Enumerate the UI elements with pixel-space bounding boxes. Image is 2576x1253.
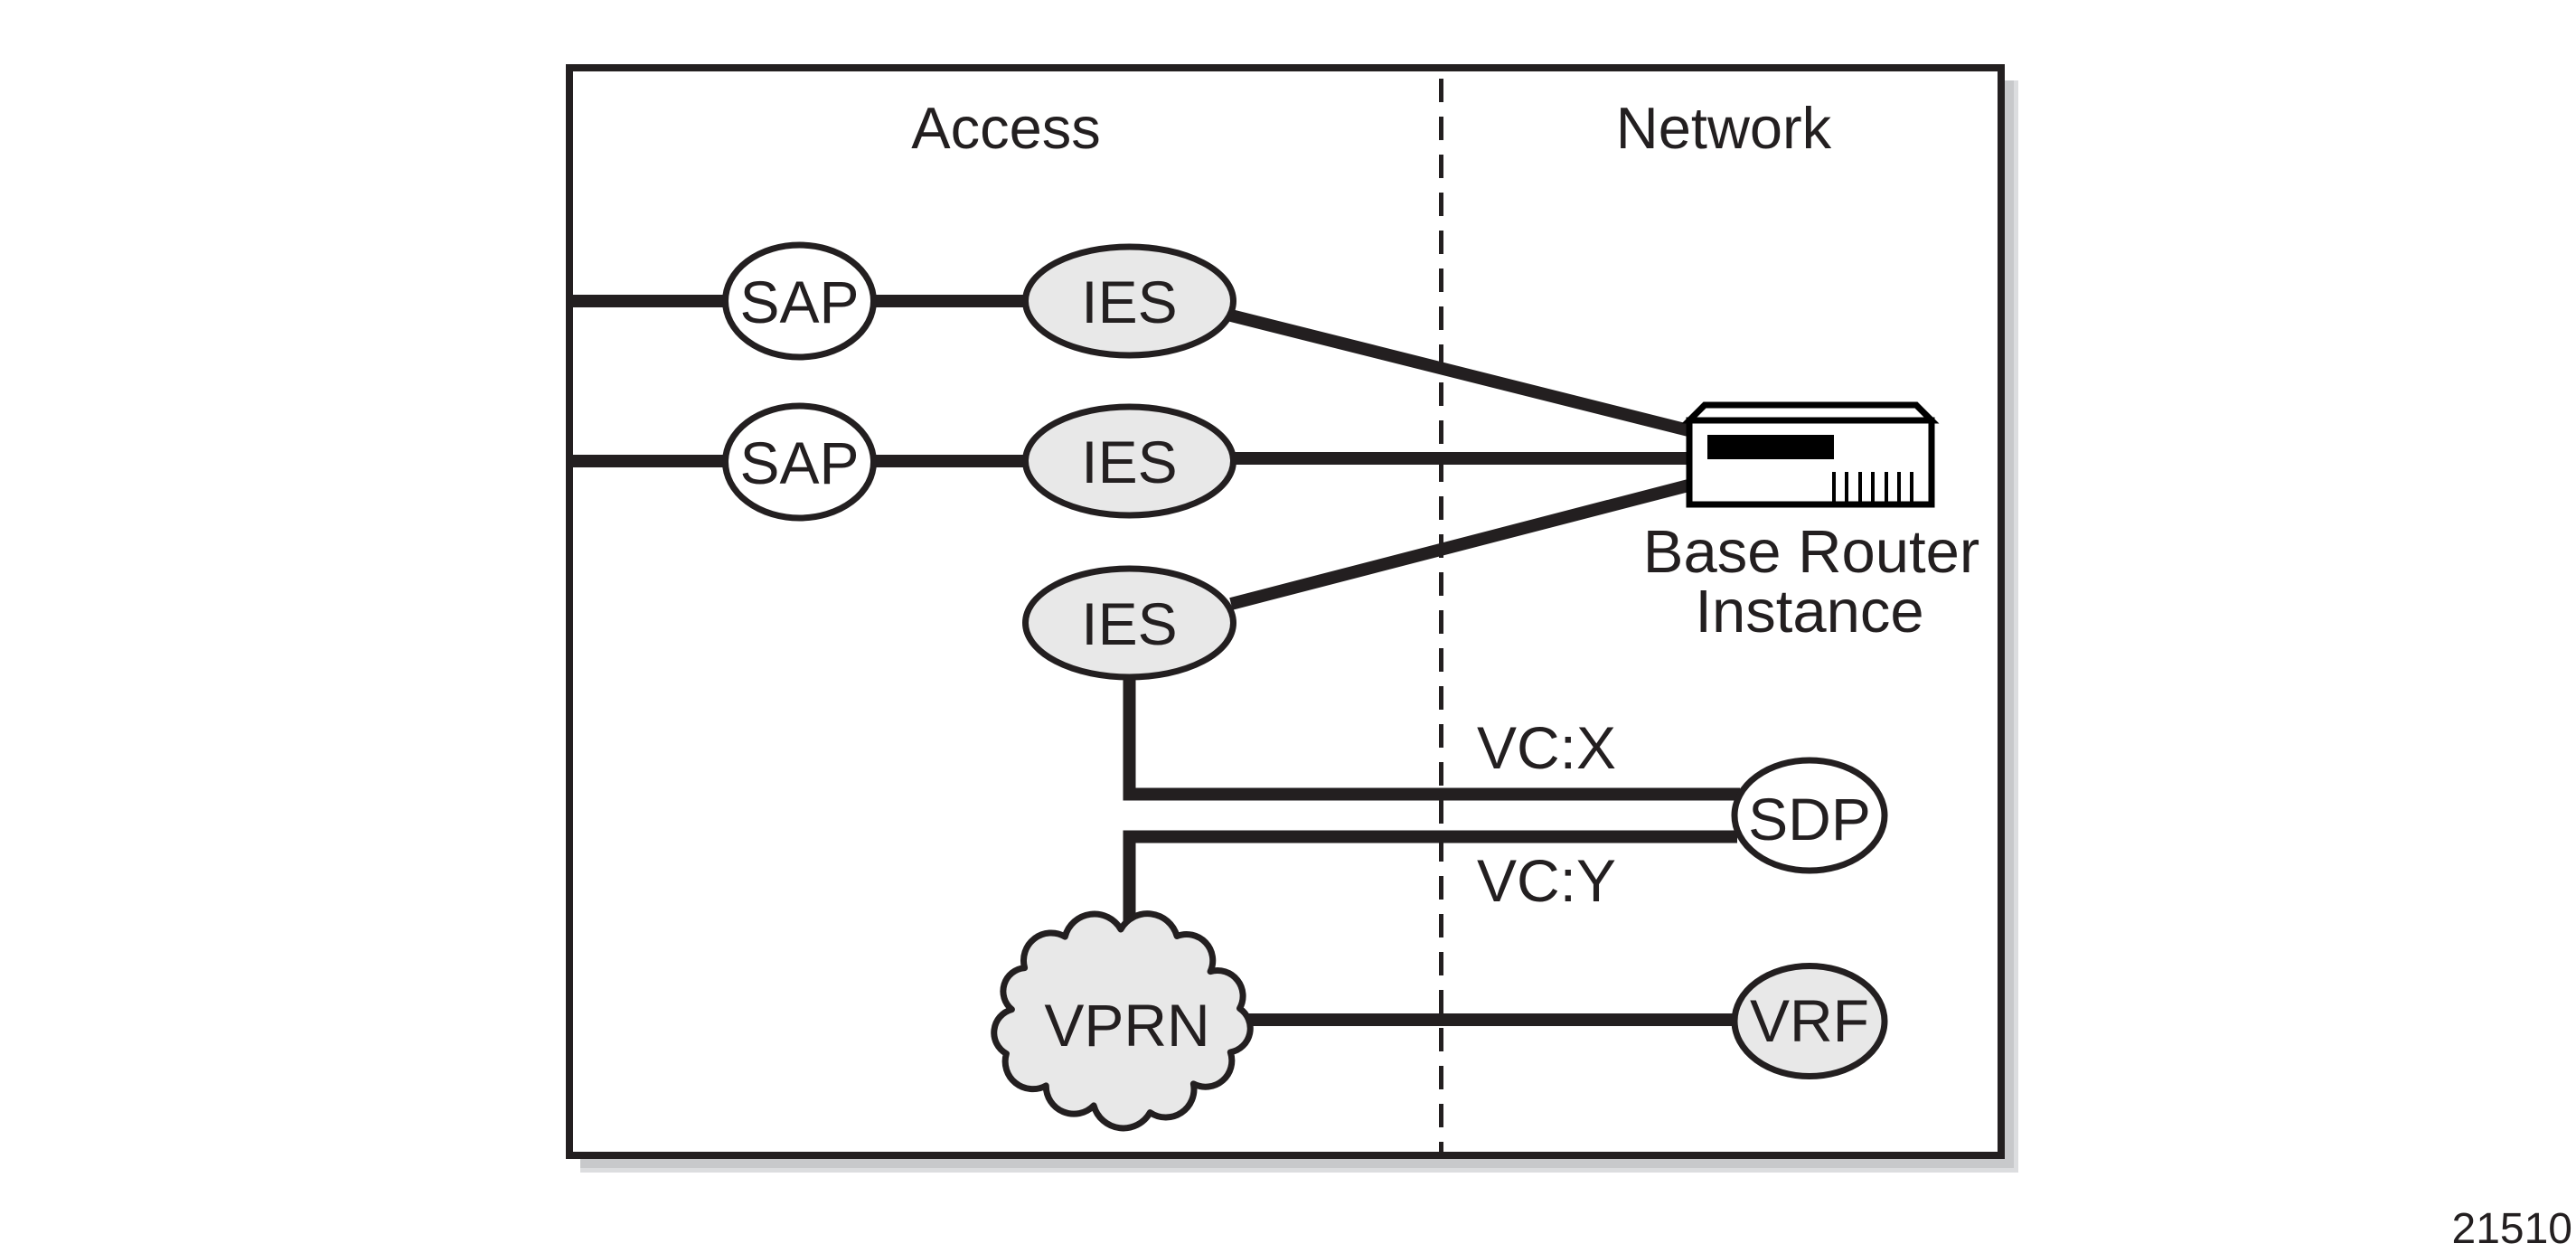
router-front-face [1686,417,1935,508]
node-ies-2-shape [1022,403,1236,519]
node-ies-2-label: IES [1081,429,1177,495]
zone-label-access: Access [911,95,1101,161]
node-sap-2[interactable]: SAP [722,402,877,522]
node-ies-2[interactable]: IES [1022,403,1236,519]
node-sap-1-label: SAP [739,268,859,335]
link-ies1-router [1229,309,1690,437]
node-sap-2-label: SAP [739,429,859,496]
node-vprn[interactable]: VPRN [991,910,1254,1132]
node-sdp-label: SDP [1748,786,1871,853]
zone-label-network: Network [1616,95,1832,161]
router-vents [1832,472,1913,503]
figure-id: 21510 [2452,1205,2572,1253]
link-label-vc-y: VC:Y [1477,847,1616,914]
node-ies-3-shape [1022,565,1236,681]
node-vrf-label: VRF [1750,987,1869,1054]
node-vrf-shape [1731,963,1888,1079]
cloud-icon [991,910,1254,1132]
node-sap-1[interactable]: SAP [722,241,877,361]
node-vrf[interactable]: VRF [1731,963,1888,1079]
link-ies3-router [1229,479,1690,610]
router-icon [1681,401,1940,508]
node-ies-3-label: IES [1081,590,1177,657]
base-router[interactable]: Base Router Instance [1643,401,1979,645]
router-label-line2: Instance [1695,578,1923,645]
router-label-line1: Base Router [1643,518,1979,586]
router-display-bar [1707,435,1834,459]
node-sap-2-shape [722,402,877,522]
node-vprn-label: VPRN [1044,992,1209,1059]
node-ies-1[interactable]: IES [1022,243,1236,359]
node-sap-1-shape [722,241,877,361]
node-ies-3[interactable]: IES [1022,565,1236,681]
link-vprn-sdp-vcy [1123,830,1737,926]
link-label-vc-x: VC:X [1477,714,1616,781]
node-sdp-shape [1731,757,1888,874]
node-sdp[interactable]: SDP [1731,757,1888,874]
node-ies-1-shape [1022,243,1236,359]
node-ies-1-label: IES [1081,268,1177,335]
link-ies3-sdp-vcx [1123,680,1740,801]
links [573,295,1740,1026]
